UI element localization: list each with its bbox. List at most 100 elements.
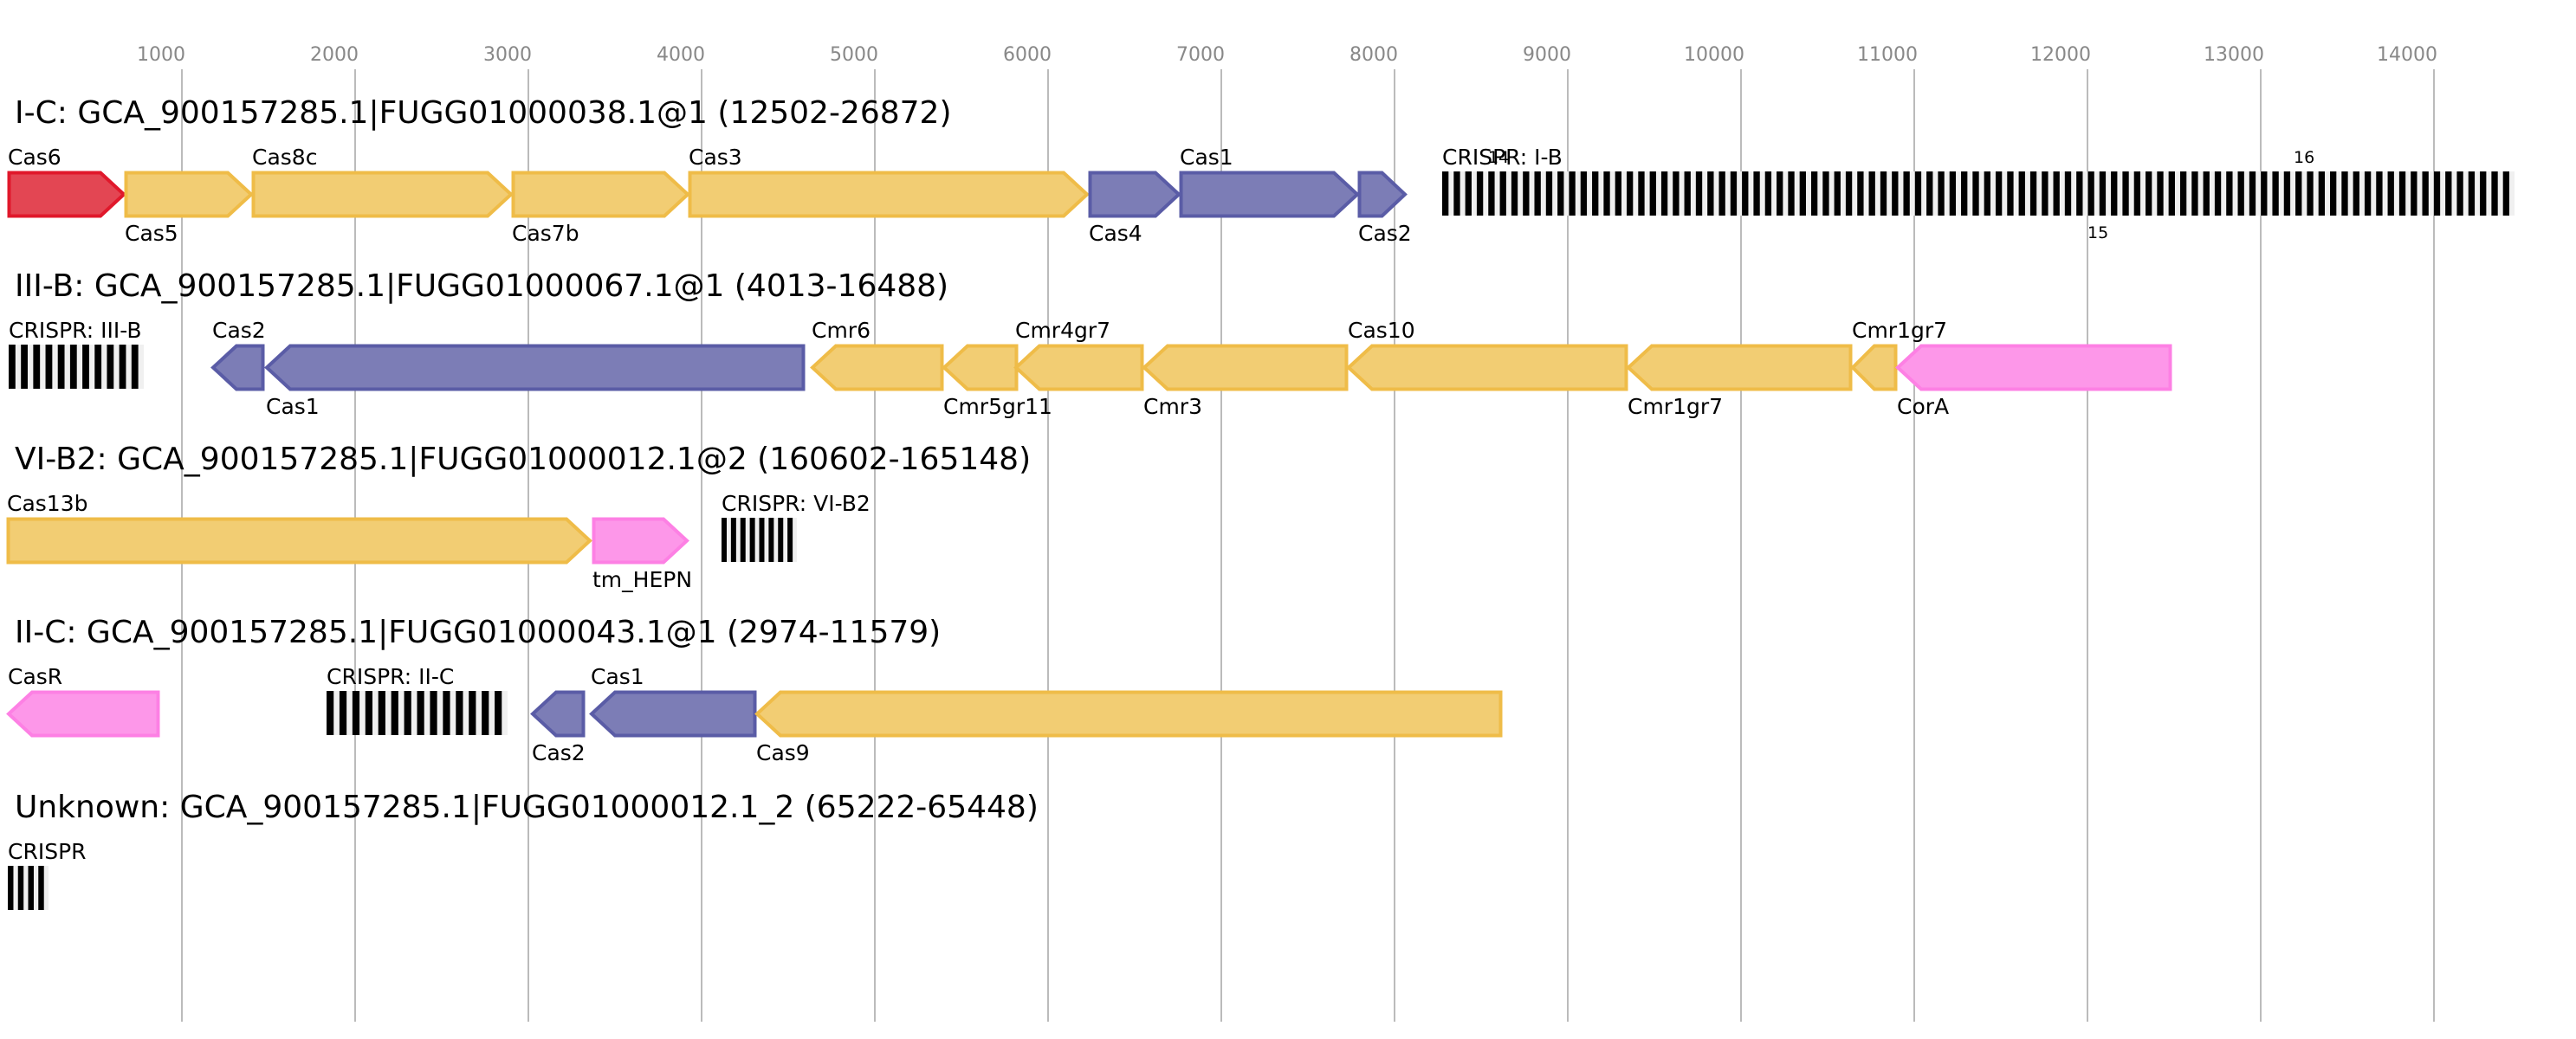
crispr-repeat — [28, 866, 34, 910]
crispr-repeat — [8, 866, 14, 910]
crispr-array[interactable] — [8, 866, 49, 910]
gene-arrow-cas10[interactable] — [1346, 344, 1628, 391]
gene-label: Cas6 — [8, 145, 61, 170]
gene-arrow-cmr1gr7[interactable] — [1850, 344, 1898, 391]
crispr-repeat — [2203, 171, 2210, 216]
crispr-repeat — [2398, 171, 2406, 216]
crispr-repeat — [1476, 171, 1484, 216]
crispr-repeat — [45, 345, 53, 389]
gene-arrow-cas5[interactable] — [124, 171, 254, 218]
gene-arrow-cas1[interactable] — [264, 344, 806, 391]
crispr-repeat — [1673, 171, 1680, 216]
crispr-repeat — [2283, 171, 2291, 216]
tick-label: 7000 — [1176, 44, 1225, 66]
crispr-repeat — [469, 691, 476, 735]
gene-label: Cas1 — [591, 664, 644, 689]
tick-label: 14000 — [2377, 44, 2437, 66]
crispr-array[interactable] — [722, 518, 797, 562]
gene-label: Cas1 — [266, 394, 320, 419]
crispr-repeat — [749, 518, 755, 562]
crispr-repeat — [1961, 171, 1968, 216]
gene-arrow-cas3[interactable] — [688, 171, 1090, 218]
crispr-repeat — [456, 691, 463, 735]
crispr-repeat — [1788, 171, 1795, 216]
crispr-repeat — [730, 518, 736, 562]
crispr-repeat — [1707, 171, 1714, 216]
crispr-repeat — [2214, 171, 2222, 216]
crispr-repeat — [1914, 171, 1922, 216]
crispr-repeat — [1511, 171, 1518, 216]
gene-label: Cas9 — [756, 740, 810, 765]
gene-arrow-cas6[interactable] — [7, 171, 126, 218]
crispr-repeat — [2122, 171, 2129, 216]
tick-label: 4000 — [657, 44, 705, 66]
gene-arrow-cmr5gr11[interactable] — [942, 344, 1019, 391]
crispr-array[interactable] — [9, 345, 144, 389]
gene-arrow-cas7b[interactable] — [511, 171, 690, 218]
crispr-repeat — [2491, 171, 2498, 216]
gene-arrow-cas1[interactable] — [1179, 171, 1360, 218]
gene-arrow-cmr3[interactable] — [1142, 344, 1349, 391]
crispr-repeat — [482, 691, 489, 735]
spacer-count-label: 16 — [2294, 148, 2314, 167]
tick-label: 12000 — [2030, 44, 2091, 66]
gene-arrow-cmr1gr7[interactable] — [1626, 344, 1853, 391]
gene-arrow-cora[interactable] — [1895, 344, 2172, 391]
gene-arrow-cas2[interactable] — [530, 690, 586, 738]
crispr-array[interactable] — [1442, 171, 2515, 216]
crispr-repeat — [1684, 171, 1691, 216]
crispr-repeat — [2191, 171, 2198, 216]
crispr-repeat — [778, 518, 784, 562]
crispr-repeat — [1753, 171, 1760, 216]
gene-arrow-cas4[interactable] — [1088, 171, 1181, 218]
crispr-repeat — [2318, 171, 2326, 216]
crispr-repeat — [2502, 171, 2510, 216]
gene-label: CorA — [1897, 394, 1949, 419]
gene-label: CasR — [8, 664, 62, 689]
crispr-label: CRISPR: II-C — [327, 664, 454, 689]
crispr-repeat — [417, 691, 424, 735]
tick-label: 11000 — [1857, 44, 1918, 66]
crispr-repeat — [1545, 171, 1553, 216]
crispr-repeat — [2087, 171, 2094, 216]
tick-label: 13000 — [2204, 44, 2264, 66]
crispr-label: CRISPR — [8, 839, 87, 864]
crispr-repeat — [2261, 171, 2268, 216]
gene-arrow-cas2[interactable] — [210, 344, 265, 391]
crispr-label: CRISPR: III-B — [9, 318, 142, 343]
crispr-repeat — [2064, 171, 2072, 216]
crispr-repeat — [2053, 171, 2060, 216]
gene-arrow-cmr6[interactable] — [810, 344, 944, 391]
gene-arrow-cas8c[interactable] — [251, 171, 514, 218]
gene-arrow-cas13b[interactable] — [6, 517, 592, 565]
crispr-repeat — [1857, 171, 1864, 216]
crispr-repeat — [2179, 171, 2187, 216]
gene-arrow-tm-hepn[interactable] — [592, 517, 689, 565]
crispr-repeat — [430, 691, 437, 735]
crispr-repeat — [33, 345, 41, 389]
crispr-repeat — [1949, 171, 1957, 216]
crispr-repeat — [1972, 171, 1979, 216]
gene-arrow-cas1[interactable] — [589, 690, 757, 738]
crispr-repeat — [2237, 171, 2244, 216]
gene-arrow-cas2[interactable] — [1357, 171, 1408, 218]
locus-row: Unknown: GCA_900157285.1|FUGG01000012.1_… — [8, 790, 1039, 910]
locus-row: III-B: GCA_900157285.1|FUGG01000067.1@1 … — [9, 268, 2172, 419]
crispr-array[interactable] — [327, 691, 508, 735]
crispr-repeat — [2168, 171, 2175, 216]
crispr-repeat — [391, 691, 398, 735]
gene-arrow-cmr4gr7[interactable] — [1013, 344, 1144, 391]
tick-label: 2000 — [310, 44, 359, 66]
gene-label: Cmr5gr11 — [943, 394, 1052, 419]
crispr-repeat — [378, 691, 385, 735]
crispr-repeat — [1442, 171, 1449, 216]
gene-arrow-casr[interactable] — [6, 690, 160, 738]
gene-arrow-cas9[interactable] — [754, 690, 1503, 738]
gene-label: Cas10 — [1348, 318, 1415, 343]
crispr-repeat — [1777, 171, 1783, 216]
locus-title: Unknown: GCA_900157285.1|FUGG01000012.1_… — [15, 790, 1039, 825]
crispr-repeat — [131, 345, 139, 389]
crispr-repeat — [1557, 171, 1564, 216]
crispr-repeat — [2341, 171, 2348, 216]
